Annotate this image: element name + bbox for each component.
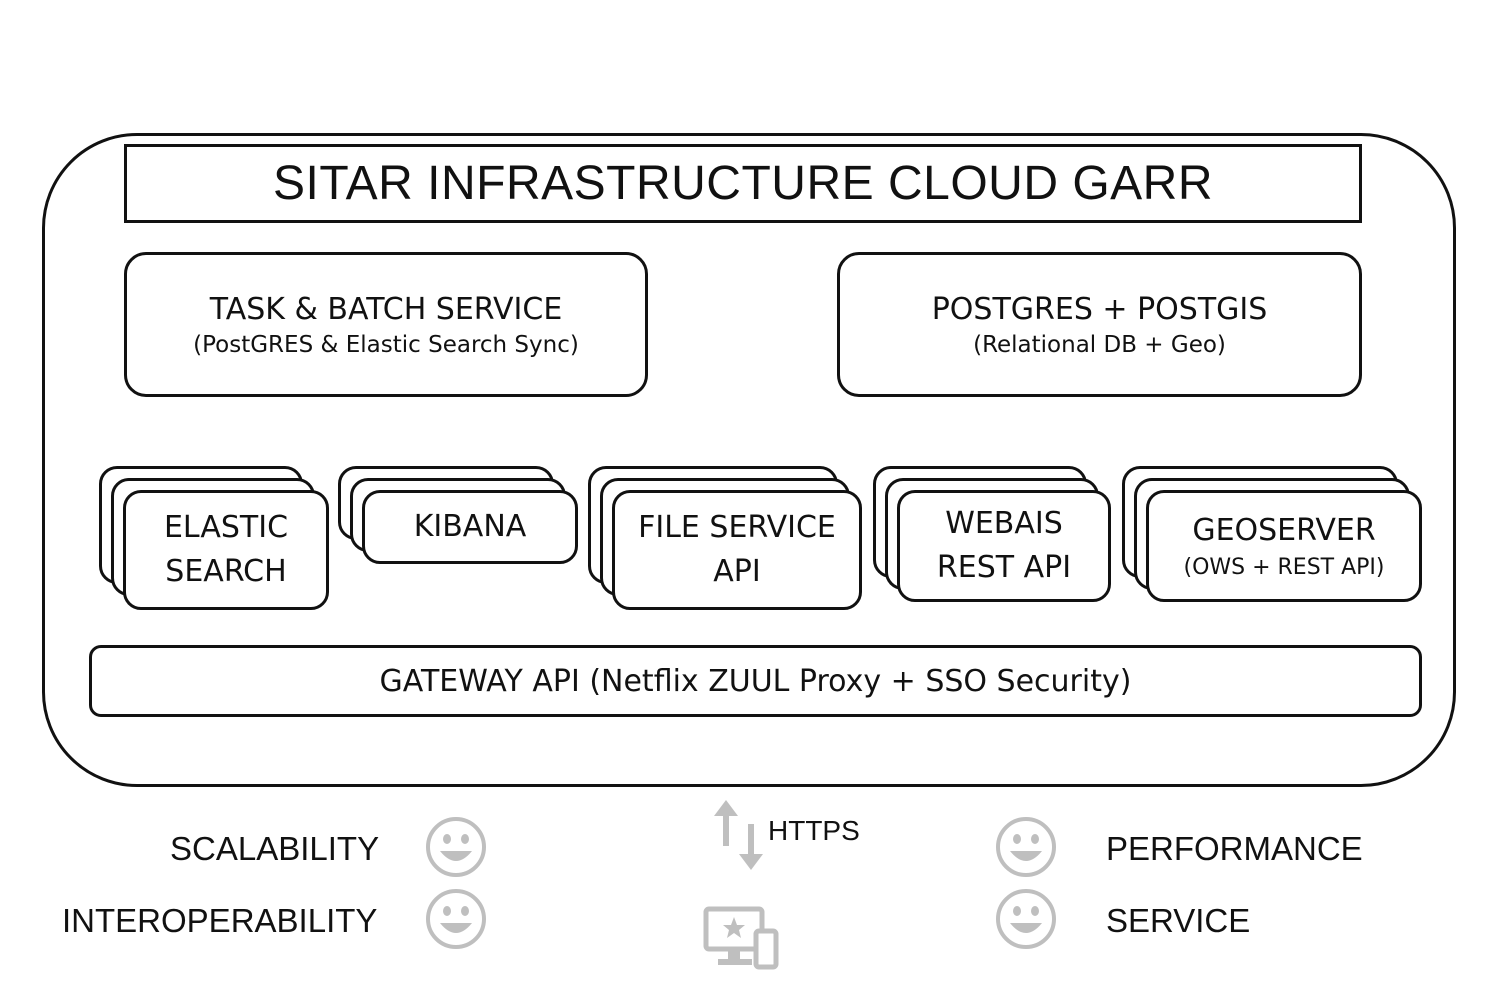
- devices-icon: [703, 906, 779, 970]
- up-down-arrows-icon: [714, 800, 763, 870]
- file-service-line1: FILE SERVICE: [638, 510, 836, 545]
- diagram-title-text: SITAR INFRASTRUCTURE CLOUD GARR: [273, 157, 1213, 210]
- postgres-postgis-name: POSTGRES + POSTGIS: [931, 291, 1268, 327]
- geoserver-detail: (OWS + REST API): [1183, 555, 1385, 580]
- geoserver-card: GEOSERVER (OWS + REST API): [1146, 490, 1422, 602]
- elastic-search-line1: ELASTIC: [163, 510, 289, 545]
- task-batch-service-name: TASK & BATCH SERVICE: [209, 291, 563, 327]
- smiley-icon: [996, 817, 1056, 877]
- file-service-card: FILE SERVICE API: [612, 490, 862, 610]
- gateway-api-label: GATEWAY API (Netflix ZUUL Proxy + SSO Se…: [379, 663, 1132, 699]
- task-batch-service-box: TASK & BATCH SERVICE (PostGRES & Elastic…: [124, 252, 648, 397]
- feature-scalability: SCALABILITY: [170, 830, 380, 867]
- file-service-line2: API: [713, 554, 761, 589]
- webais-line2: REST API: [936, 550, 1072, 585]
- https-label: HTTPS: [768, 815, 860, 846]
- feature-performance: PERFORMANCE: [1106, 830, 1363, 867]
- postgres-postgis-detail: (Relational DB + Geo): [973, 331, 1226, 358]
- kibana-card: KIBANA: [362, 490, 578, 564]
- elastic-search-card: ELASTIC SEARCH: [123, 490, 329, 610]
- kibana-label: KIBANA: [413, 509, 527, 544]
- diagram-title: SITAR INFRASTRUCTURE CLOUD GARR: [124, 144, 1362, 223]
- smiley-icon: [996, 889, 1056, 949]
- webais-line1: WEBAIS: [945, 506, 1063, 541]
- feature-interoperability: INTEROPERABILITY: [62, 902, 378, 939]
- geoserver-line1: GEOSERVER: [1192, 513, 1376, 548]
- elastic-search-line2: SEARCH: [165, 554, 287, 589]
- task-batch-service-detail: (PostGRES & Elastic Search Sync): [193, 331, 579, 358]
- smiley-icon: [426, 817, 486, 877]
- webais-card: WEBAIS REST API: [897, 490, 1111, 602]
- feature-service: SERVICE: [1106, 902, 1251, 939]
- gateway-api-bar: GATEWAY API (Netflix ZUUL Proxy + SSO Se…: [89, 645, 1422, 717]
- smiley-icon: [426, 889, 486, 949]
- postgres-postgis-box: POSTGRES + POSTGIS (Relational DB + Geo): [837, 252, 1362, 397]
